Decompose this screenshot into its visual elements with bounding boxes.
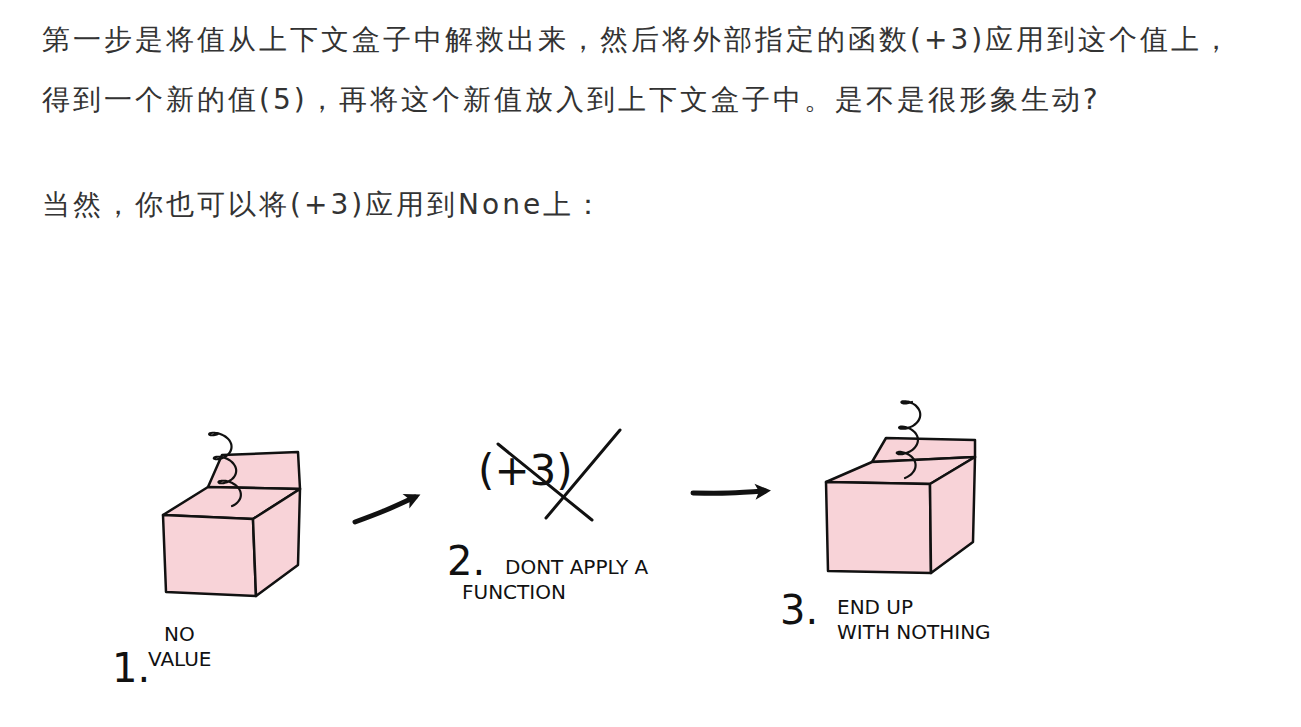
node-figure	[775, 385, 980, 580]
box-spring	[897, 401, 921, 478]
empty-box: 1.NO VALUE	[105, 400, 315, 699]
box-side	[930, 457, 975, 573]
box-side	[253, 489, 300, 596]
paragraph-text: 第一步是将值从上下文盒子中解救出来，然后将外部指定的函数(+3)应用到这个值上，…	[42, 10, 1254, 130]
step-caption: END UP WITH NOTHING	[837, 595, 1057, 645]
step-number: 3.	[780, 585, 818, 635]
paragraph-text: 当然，你也可以将(+3)应用到None上：	[42, 175, 1254, 235]
crossed-function: (+3) 2.DONT APPLY A FUNCTION	[440, 420, 663, 611]
wrap-spacer	[957, 595, 1057, 619]
step-caption: DONT APPLY A FUNCTION	[462, 555, 657, 605]
node-figure	[105, 400, 315, 605]
arrow-connector	[355, 497, 415, 522]
empty-box: 3. END UP WITH NOTHING	[775, 385, 1063, 651]
step-number: 1.	[112, 643, 150, 693]
function-text: (+3)	[478, 445, 573, 498]
box-spring	[209, 433, 241, 506]
step-caption: NO VALUE	[148, 622, 248, 672]
box-front	[163, 515, 256, 596]
arrow-connector	[693, 491, 765, 493]
step-number: 2.	[447, 536, 485, 586]
box-front	[826, 482, 931, 573]
